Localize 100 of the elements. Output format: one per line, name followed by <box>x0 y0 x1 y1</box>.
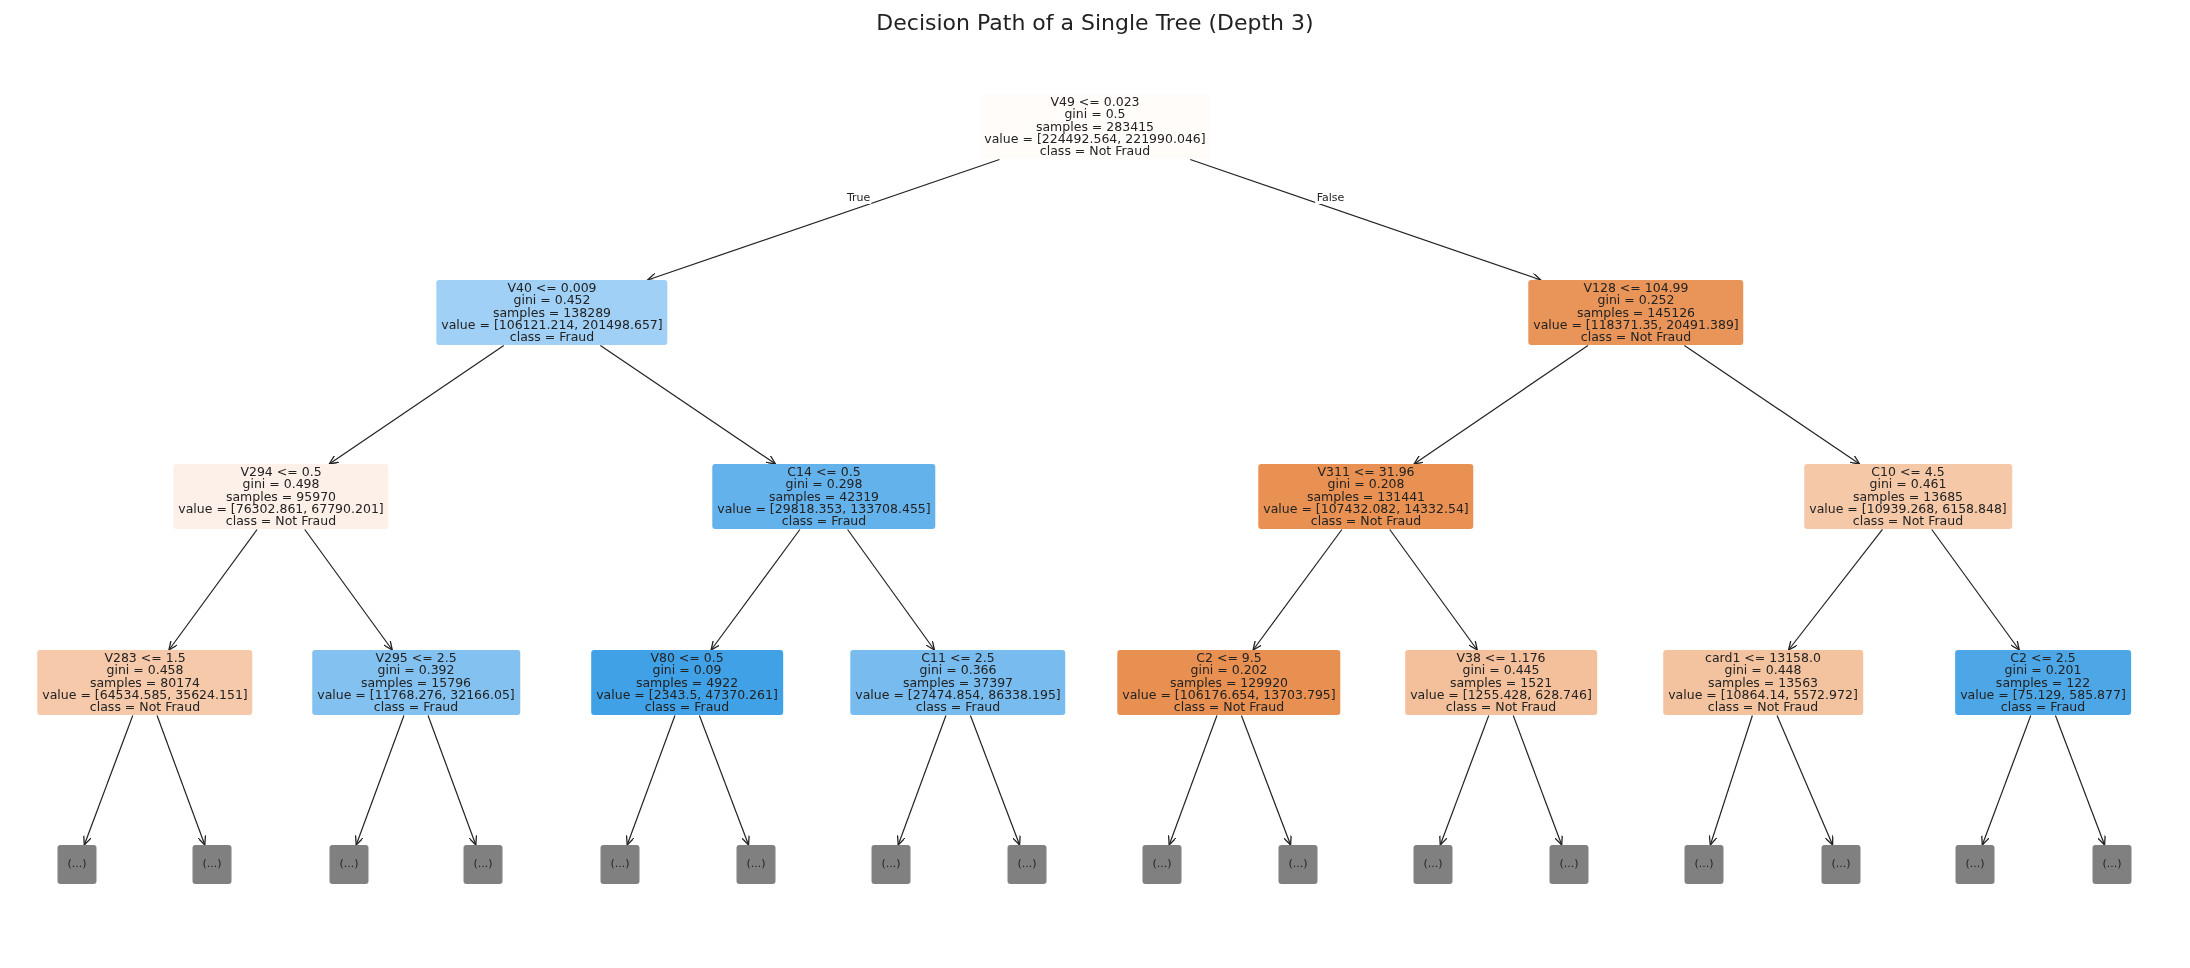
truncated-node <box>1549 845 1589 884</box>
arrow <box>646 158 1000 282</box>
node-text: value = [64534.585, 35624.151] <box>42 688 248 702</box>
split-node <box>1117 650 1341 716</box>
arrow <box>1683 344 1861 465</box>
truncated-node <box>463 845 503 884</box>
node-text: value = [106176.654, 13703.795] <box>1122 688 1336 702</box>
node-text: gini = 0.461 <box>1869 478 1947 491</box>
node-text: samples = 42319 <box>768 490 880 503</box>
node-text: (...) <box>1831 856 1851 873</box>
split-node <box>173 464 389 530</box>
node-text: value = [118371.35, 20491.389] <box>1533 318 1739 332</box>
node-text: class = Not Fraud <box>89 701 201 714</box>
node-text: gini = 0.392 <box>377 664 455 677</box>
node-text: gini = 0.452 <box>513 294 591 307</box>
node-text: value = [107432.082, 14332.54] <box>1263 502 1469 516</box>
split-node <box>591 650 783 716</box>
arrow <box>1708 714 1753 846</box>
node-text: gini = 0.208 <box>1327 478 1405 491</box>
node-text: (...) <box>1559 856 1579 873</box>
arrow <box>710 528 801 651</box>
node-text: (...) <box>1017 856 1037 873</box>
arrow <box>1981 714 2032 846</box>
node-text: class = Fraud <box>915 701 1001 714</box>
node-text: value = [106121.214, 201498.657] <box>441 318 663 332</box>
node-text: V294 <= 0.5 <box>240 466 322 479</box>
node-text: class = Fraud <box>2000 701 2086 714</box>
node-text: gini = 0.498 <box>242 478 320 491</box>
node-text: V49 <= 0.023 <box>1050 96 1140 109</box>
node-text: C14 <= 0.5 <box>787 466 861 479</box>
node-text: (...) <box>202 856 222 873</box>
arrow <box>896 714 947 846</box>
split-node <box>436 280 668 346</box>
node-text: (...) <box>473 856 493 873</box>
node-text: samples = 145126 <box>1576 306 1696 319</box>
node-text: gini = 0.202 <box>1190 664 1268 677</box>
node-text: gini = 0.448 <box>1724 664 1802 677</box>
arrow <box>427 714 478 846</box>
edge-label: False <box>1315 191 1346 204</box>
node-text: value = [11768.276, 32166.05] <box>317 688 515 702</box>
node-text: value = [10939.268, 6158.848] <box>1809 502 2007 516</box>
node-text: samples = 13563 <box>1707 676 1819 689</box>
node-text: V128 <= 104.99 <box>1583 282 1689 295</box>
node-text: class = Not Fraud <box>1580 331 1692 344</box>
arrow <box>1413 344 1589 465</box>
arrow <box>698 714 750 846</box>
node-text: class = Fraud <box>644 701 730 714</box>
split-node <box>979 94 1211 160</box>
node-text: V311 <= 31.96 <box>1317 466 1415 479</box>
node-text: V80 <= 0.5 <box>650 652 724 665</box>
split-node <box>1528 280 1744 346</box>
truncated-node <box>1413 845 1453 884</box>
node-text: C2 <= 2.5 <box>2010 652 2076 665</box>
node-text: samples = 283415 <box>1035 120 1155 133</box>
node-text: class = Not Fraud <box>1039 145 1151 158</box>
node-text: (...) <box>1965 856 1985 873</box>
node-text: samples = 122 <box>1995 676 2091 689</box>
arrow <box>328 344 505 465</box>
arrow <box>354 714 405 846</box>
arrow <box>1167 714 1218 846</box>
split-node <box>37 650 253 716</box>
arrow <box>2054 714 2106 846</box>
node-text: class = Not Fraud <box>1852 515 1964 528</box>
node-text: gini = 0.298 <box>785 478 863 491</box>
arrow <box>625 714 676 846</box>
split-node <box>1405 650 1597 716</box>
truncated-node <box>2092 845 2132 884</box>
node-text: class = Fraud <box>509 331 595 344</box>
truncated-node <box>1142 845 1182 884</box>
arrow <box>1931 528 2020 651</box>
node-text: class = Not Fraud <box>1173 701 1285 714</box>
truncated-node <box>1007 845 1047 884</box>
arrow <box>1787 528 1884 651</box>
node-text: C10 <= 4.5 <box>1871 466 1945 479</box>
arrow <box>1189 158 1542 282</box>
node-text: class = Fraud <box>373 701 459 714</box>
truncated-node <box>1955 845 1995 884</box>
node-text: gini = 0.445 <box>1462 664 1540 677</box>
node-text: samples = 37397 <box>902 676 1014 689</box>
node-text: V40 <= 0.009 <box>507 282 597 295</box>
node-text: class = Not Fraud <box>1707 701 1819 714</box>
node-text: V38 <= 1.176 <box>1456 652 1546 665</box>
node-text: (...) <box>881 856 901 873</box>
node-text: samples = 129920 <box>1169 676 1289 689</box>
node-text: (...) <box>1288 856 1308 873</box>
node-text: gini = 0.458 <box>106 664 184 677</box>
node-text: samples = 13685 <box>1852 490 1964 503</box>
node-text: value = [2343.5, 47370.261] <box>596 688 778 702</box>
node-text: (...) <box>1152 856 1172 873</box>
arrow <box>156 714 207 846</box>
node-text: class = Not Fraud <box>1310 515 1422 528</box>
truncated-node <box>871 845 911 884</box>
arrow <box>1389 528 1478 651</box>
arrow <box>304 528 393 651</box>
arrow <box>83 714 134 846</box>
arrow <box>847 528 936 651</box>
node-text: gini = 0.252 <box>1597 294 1675 307</box>
node-text: samples = 80174 <box>89 676 201 689</box>
truncated-node <box>1684 845 1724 884</box>
node-text: value = [27474.854, 86338.195] <box>855 688 1061 702</box>
